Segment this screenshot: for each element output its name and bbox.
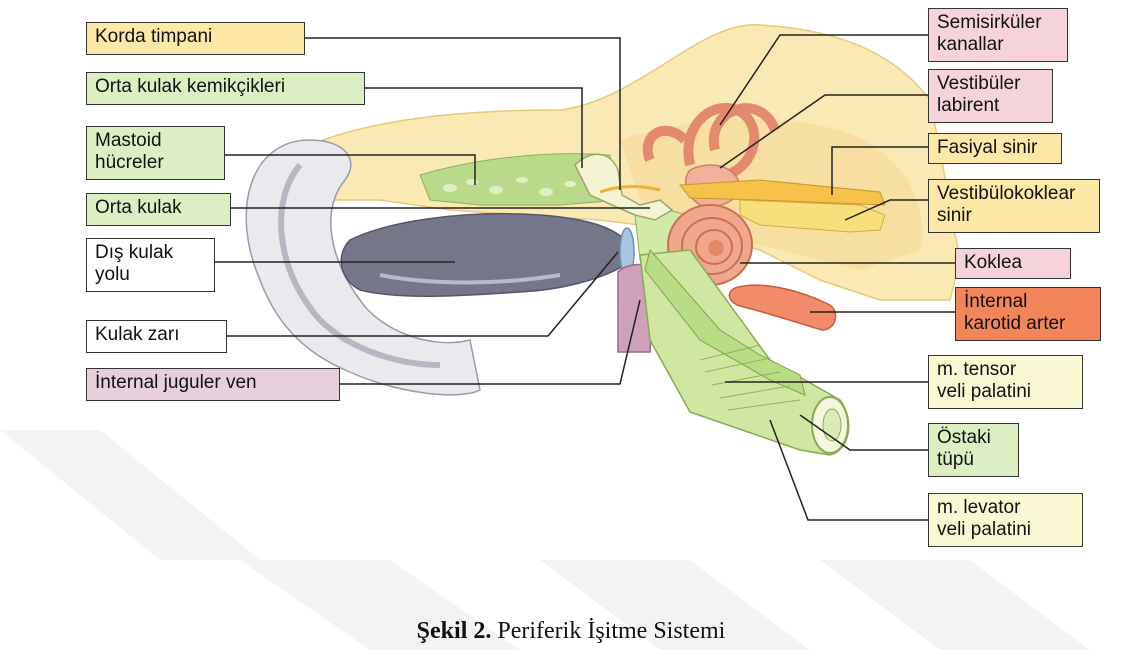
figure-caption: Şekil 2. Periferik İşitme Sistemi xyxy=(0,618,1142,645)
label-korda-timpani-text: Korda timpani xyxy=(95,26,212,47)
label-internal-karotid-arter: İnternal karotid arter xyxy=(955,287,1101,341)
label-fasiyal-sinir: Fasiyal sinir xyxy=(928,133,1062,164)
label-vestibuler-labirent: Vestibüler labirent xyxy=(928,69,1053,123)
label-orta-kulak-text: Orta kulak xyxy=(95,197,182,218)
label-internal-juguler-ven-text: İnternal juguler ven xyxy=(95,372,257,393)
label-dis-kulak-line2: yolu xyxy=(95,264,206,286)
label-ostaki-line1: Östaki xyxy=(937,427,1010,449)
label-internal-juguler-ven: İnternal juguler ven xyxy=(86,368,340,401)
label-vestibulokoklear-line1: Vestibülokoklear xyxy=(937,183,1091,205)
figure-caption-number: Şekil 2. xyxy=(417,618,492,644)
label-m-levator-veli-palatini: m. levator veli palatini xyxy=(928,493,1083,547)
label-tensor-line1: m. tensor xyxy=(937,359,1074,381)
figure-caption-text: Periferik İşitme Sistemi xyxy=(491,618,725,644)
label-vestibuler-line2: labirent xyxy=(937,95,1044,117)
label-fasiyal-sinir-text: Fasiyal sinir xyxy=(937,137,1037,158)
label-mastoid-hucreler: Mastoid hücreler xyxy=(86,126,225,180)
label-levator-line1: m. levator xyxy=(937,497,1074,519)
label-vestibuler-line1: Vestibüler xyxy=(937,73,1044,95)
label-m-tensor-veli-palatini: m. tensor veli palatini xyxy=(928,355,1083,409)
label-vestibulokoklear-sinir: Vestibülokoklear sinir xyxy=(928,179,1100,233)
label-korda-timpani: Korda timpani xyxy=(86,22,305,55)
label-dis-kulak-line1: Dış kulak xyxy=(95,242,206,264)
label-ostaki-tupu: Östaki tüpü xyxy=(928,423,1019,477)
label-kulak-zari: Kulak zarı xyxy=(86,320,227,353)
label-ostaki-line2: tüpü xyxy=(937,449,1010,471)
label-dis-kulak-yolu: Dış kulak yolu xyxy=(86,238,215,292)
label-orta-kulak-kemikcikleri: Orta kulak kemikçikleri xyxy=(86,72,365,105)
label-orta-kulak: Orta kulak xyxy=(86,193,231,226)
watermark xyxy=(0,430,1090,650)
label-orta-kulak-kemikcikleri-text: Orta kulak kemikçikleri xyxy=(95,76,285,97)
label-internal-karotid-line2: karotid arter xyxy=(964,313,1092,335)
label-semisirkuler-kanallar: Semisirküler kanallar xyxy=(928,8,1068,62)
label-kulak-zari-text: Kulak zarı xyxy=(95,324,179,345)
label-levator-line2: veli palatini xyxy=(937,519,1074,541)
label-semisirkuler-line1: Semisirküler xyxy=(937,12,1059,34)
carotid-artery-shape xyxy=(729,285,835,330)
label-koklea: Koklea xyxy=(955,248,1071,279)
label-semisirkuler-line2: kanallar xyxy=(937,34,1059,56)
label-internal-karotid-line1: İnternal xyxy=(964,291,1092,313)
label-mastoid-line2: hücreler xyxy=(95,152,216,174)
label-vestibulokoklear-line2: sinir xyxy=(937,205,1091,227)
label-tensor-line2: veli palatini xyxy=(937,381,1074,403)
label-koklea-text: Koklea xyxy=(964,252,1022,273)
label-mastoid-line1: Mastoid xyxy=(95,130,216,152)
